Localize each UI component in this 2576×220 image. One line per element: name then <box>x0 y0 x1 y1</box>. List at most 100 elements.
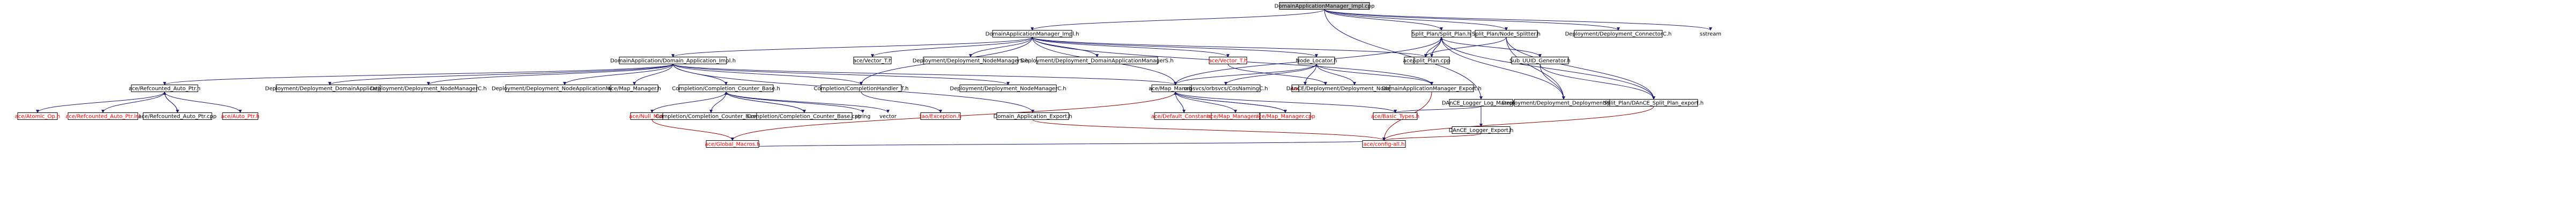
edge-refcount_ptr_cpp-to-refcount_ptr_h <box>163 91 178 113</box>
node-ace-vector-t-h[interactable]: ace/Vector_T.h <box>853 57 892 64</box>
node-refcount-ptr-cpp[interactable]: ace/Refcounted_Auto_Ptr.cpp <box>138 112 217 120</box>
edge-node_locator_h-to-dam_export_h <box>1316 64 1433 86</box>
edge-completion_counter_h-to-string <box>726 92 864 113</box>
node-label: ace/Basic_Types.h <box>1371 114 1419 120</box>
node-domain-app-export-h[interactable]: Domain_Application_Export.h <box>994 112 1072 120</box>
node-dam-impl-h[interactable]: DomainApplicationManager_Impl.h <box>986 30 1079 37</box>
node-box <box>853 57 892 64</box>
edge-ace_vector_t_h_red-to-ace_array_h <box>1227 64 1327 86</box>
node-box <box>1574 30 1663 37</box>
node-deploy-nodemgrs-h[interactable]: Deployment/Deployment_NodeManagerS.h <box>913 57 1029 64</box>
edge-das_impl_h-to-ace_map_mgr_h_plain <box>633 64 673 86</box>
edge-das_impl_h-to-ace_map_mgr_h <box>672 64 1177 86</box>
node-ace-map-mgr-inl[interactable]: ace/Map_Manager.inl <box>1207 112 1264 120</box>
edge-root-to-dam_impl_h <box>1031 9 1325 31</box>
node-box <box>1449 99 1513 107</box>
edge-ace_map_mgr_h-to-ace_map_mgr_inl <box>1175 92 1237 113</box>
node-ace-map-mgr-h-plain[interactable]: ace/Map_Manager.h <box>608 85 661 92</box>
node-deploy-plan-h[interactable]: Deployment/Deployment_DeploymentPlanC.h <box>1502 99 1625 107</box>
edge-node_splitter_h-to-deploy_plan_h <box>1506 37 1565 100</box>
edge-root-to-dance_logger_macros_h <box>1324 9 1483 100</box>
node-label: ace/Default_Constants.h <box>1151 114 1217 120</box>
node-vector[interactable]: vector <box>879 114 897 120</box>
edge-dam_impl_h-to-node_locator_h <box>1032 37 1318 58</box>
edge-completion_counter_cpp-to-completion_counter_h <box>724 91 805 113</box>
node-completion-counter-h[interactable]: Completion/Completion_Counter_Base.h <box>672 85 780 92</box>
node-sub-uuid-gen-h[interactable]: Sub_UUID_Generator.h <box>1509 57 1571 64</box>
node-label: ace/Refcounted_Auto_Ptr.h <box>129 86 201 92</box>
node-ace-vector-t-h-red[interactable]: ace/Vector_T.h <box>1209 57 1247 64</box>
node-label: ace/Map_Manager.cpp <box>1255 114 1315 120</box>
node-ace-global-macros-h[interactable]: ace/Global_Macros.h <box>705 140 760 148</box>
node-label: Split_Plan/Node_Splitter.h <box>1472 32 1541 37</box>
edge-root-to-node_splitter_h <box>1324 9 1508 31</box>
node-completion-counter-inl[interactable]: Completion/Completion_Counter_Base.inl <box>655 112 767 120</box>
edge-sub_uuid_gen_h-to-deploy_plan_h <box>1539 64 1565 100</box>
node-box <box>1389 85 1474 92</box>
edge-split_plan_export_h-to-ace_config_all_h <box>1382 106 1654 141</box>
node-ace-auto-ptr-h[interactable]: ace/Auto_Ptr.h <box>221 112 260 120</box>
node-tao-exception-h[interactable]: tao/Exception.h <box>920 112 961 120</box>
node-label: Completion/CompletionHandler_T.h <box>814 86 909 92</box>
edge-das_impl_h-to-refcount_ptr_h <box>163 64 673 86</box>
node-deploy-dammgrs-h[interactable]: Deployment/Deployment_DomainApplicationM… <box>1020 57 1174 64</box>
node-ace-map-mgr-cpp[interactable]: ace/Map_Manager.cpp <box>1255 112 1315 120</box>
node-deploy-nodemgrc-h[interactable]: Deployment/Deployment_NodeManagerC.h <box>370 85 487 92</box>
node-sstream[interactable]: sstream <box>1700 32 1721 37</box>
node-dance-logger-export-h[interactable]: DAnCE_Logger_Export.h <box>1449 126 1514 134</box>
node-deploy-connectorc-h[interactable]: Deployment/Deployment_ConnectorC.h <box>1565 30 1672 37</box>
node-split-plan-export-h[interactable]: Split_Plan/DAnCE_Split_Plan_export.h <box>1604 99 1704 107</box>
edge-completion_handler_h-to-tao_exception_h <box>861 92 942 113</box>
node-split-plan-cpp[interactable]: Split_Plan.cpp <box>1413 57 1450 64</box>
edge-completion_counter_h-to-ace_null_mutex_h <box>650 92 727 113</box>
node-label: Node_Locator.h <box>1296 58 1337 64</box>
node-box <box>1211 112 1260 120</box>
edge-sub_uuid_gen_h-to-split_plan_export_h <box>1539 64 1655 100</box>
node-label: ace/Vector_T.h <box>1209 58 1247 64</box>
node-deploy-nodemgrc2-h[interactable]: Deployment/Deployment_NodeManagerC.h <box>950 85 1067 92</box>
node-box <box>1411 30 1471 37</box>
node-box <box>68 112 138 120</box>
node-dam-export-h[interactable]: DomainApplicationManager_Export.h <box>1382 85 1482 92</box>
node-node-splitter-h[interactable]: Split_Plan/Node_Splitter.h <box>1472 30 1541 37</box>
node-label: Deployment/Deployment_NodeManagerC.h <box>950 86 1066 92</box>
node-ace-basic-types-h[interactable]: ace/Basic_Types.h <box>1371 112 1419 120</box>
node-ace-atomic-op-h[interactable]: ace/Atomic_Op.h <box>15 112 61 120</box>
node-label: Deployment/Deployment_NodeManagerS.h <box>913 58 1029 64</box>
node-label: vector <box>879 114 897 120</box>
node-node-locator-h[interactable]: Node_Locator.h <box>1296 57 1337 64</box>
node-label: ace/config-all.h <box>1364 142 1405 148</box>
edge-root-to-split_plan_h <box>1324 9 1443 31</box>
node-completion-handler-h[interactable]: Completion/CompletionHandler_T.h <box>814 85 909 92</box>
edge-refcount_ptr_h-to-ace_auto_ptr_h <box>164 92 242 113</box>
node-orbsvcs-cosnaming-h[interactable]: orbsvcs/orbsvcs/CosNamingC.h <box>1183 85 1268 92</box>
nodes-layer: DomainApplicationManager_Impl.cppDomainA… <box>15 2 1721 148</box>
node-refcount-ptr-h[interactable]: ace/Refcounted_Auto_Ptr.h <box>129 85 201 92</box>
node-box <box>1279 2 1370 10</box>
node-label: string <box>855 114 871 120</box>
node-refcount-ptr-inl[interactable]: ace/Refcounted_Auto_Ptr.inl <box>65 112 140 120</box>
node-box <box>1209 57 1247 64</box>
node-das-impl-h[interactable]: DomainApplication/Domain_Application_Imp… <box>610 57 736 64</box>
node-root[interactable]: DomainApplicationManager_Impl.cpp <box>1275 2 1375 10</box>
edge-root-to-deploy_connectorc_h <box>1324 9 1620 31</box>
edge-das_impl_h-to-deploy_nodemgrs2_h <box>563 64 673 86</box>
node-box <box>1475 30 1538 37</box>
node-string[interactable]: string <box>855 114 871 120</box>
node-ace-config-all-h[interactable]: ace/config-all.h <box>1362 140 1406 148</box>
node-box <box>380 85 477 92</box>
edge-split_plan_cpp-to-split_plan_h <box>1431 36 1443 57</box>
edge-refcount_ptr_h-to-ace_atomic_op_h <box>36 92 165 113</box>
node-box <box>920 112 961 120</box>
node-label: DAnCE_Logger_Log_Macros.h <box>1442 101 1520 107</box>
node-box <box>1191 85 1261 92</box>
node-completion-counter-cpp[interactable]: Completion/Completion_Counter_Base.cpp <box>747 112 862 120</box>
node-box <box>222 112 258 120</box>
edge-split_plan_h-to-split_plan_export_h <box>1441 37 1655 100</box>
node-dance-deploy-nodemgrc-h[interactable]: DAnCE/Deployment/Deployment_NodeManagerC… <box>1286 85 1423 92</box>
node-label: ace/Null_Mutex.h <box>629 114 675 120</box>
node-label: ace/Refcounted_Auto_Ptr.cpp <box>138 114 217 120</box>
node-dance-logger-macros-h[interactable]: DAnCE_Logger_Log_Macros.h <box>1442 99 1520 107</box>
node-split-plan-h[interactable]: Split_Plan/Split_Plan.h <box>1411 30 1471 37</box>
node-label: Domain_Application_Export.h <box>994 114 1072 120</box>
